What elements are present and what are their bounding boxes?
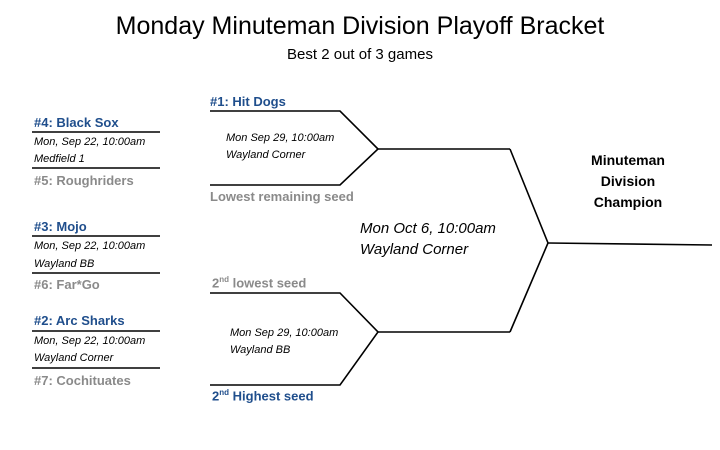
semi2-top-team-number: 2 [212, 275, 220, 291]
semi2-bottom-team: 2nd Highest seed [212, 388, 314, 403]
r1-m3-bottom-team: #7: Cochituates [34, 373, 131, 388]
semi2-top-team-ordinal: nd [219, 275, 230, 284]
semi2-date: Mon Sep 29, 10:00am [230, 327, 339, 339]
r1-m2-bottom-team: #6: Far*Go [34, 277, 100, 292]
final-date: Mon Oct 6, 10:00am [360, 220, 496, 237]
semi2-bottom-team-ordinal: nd [219, 388, 230, 397]
semi2-venue: Wayland BB [230, 344, 291, 356]
r1-m1-bottom-team: #5: Roughriders [34, 173, 134, 188]
semi2-top-team-label: lowest seed [229, 275, 307, 291]
r1-m2-top-team: #3: Mojo [34, 219, 87, 234]
r1-m2-venue: Wayland BB [34, 258, 95, 270]
semi1-bottom-team: Lowest remaining seed [210, 189, 354, 204]
semi2-top-team: 2nd lowest seed [212, 275, 306, 290]
champion-line3: Champion [593, 194, 663, 210]
r1-m1-date: Mon, Sep 22, 10:00am [34, 136, 146, 148]
champion-line2: Division [600, 173, 656, 189]
final-bracket [509, 148, 549, 333]
semi2-bottom-team-number: 2 [212, 388, 220, 404]
semi1-venue: Wayland Corner [226, 149, 306, 161]
r1-m3-venue: Wayland Corner [34, 352, 114, 364]
champion-line1: Minuteman [591, 152, 665, 168]
r1-m3-top-team: #2: Arc Sharks [34, 313, 125, 328]
semi1-date: Mon Sep 29, 10:00am [226, 132, 335, 144]
semi2-bottom-team-label: Highest seed [229, 388, 314, 404]
r1-m3-date: Mon, Sep 22, 10:00am [34, 335, 146, 347]
champion-line [547, 242, 713, 246]
page-title: Monday Minuteman Division Playoff Bracke… [115, 12, 605, 40]
champion-label: Minuteman Division Champion [563, 150, 693, 213]
r1-m1-venue: Medfield 1 [34, 153, 85, 165]
r1-m2-date: Mon, Sep 22, 10:00am [34, 240, 146, 252]
r1-m1-top-team: #4: Black Sox [34, 115, 119, 130]
page-subtitle: Best 2 out of 3 games [287, 46, 433, 63]
final-venue: Wayland Corner [360, 241, 469, 258]
semi1-top-team: #1: Hit Dogs [210, 94, 286, 109]
